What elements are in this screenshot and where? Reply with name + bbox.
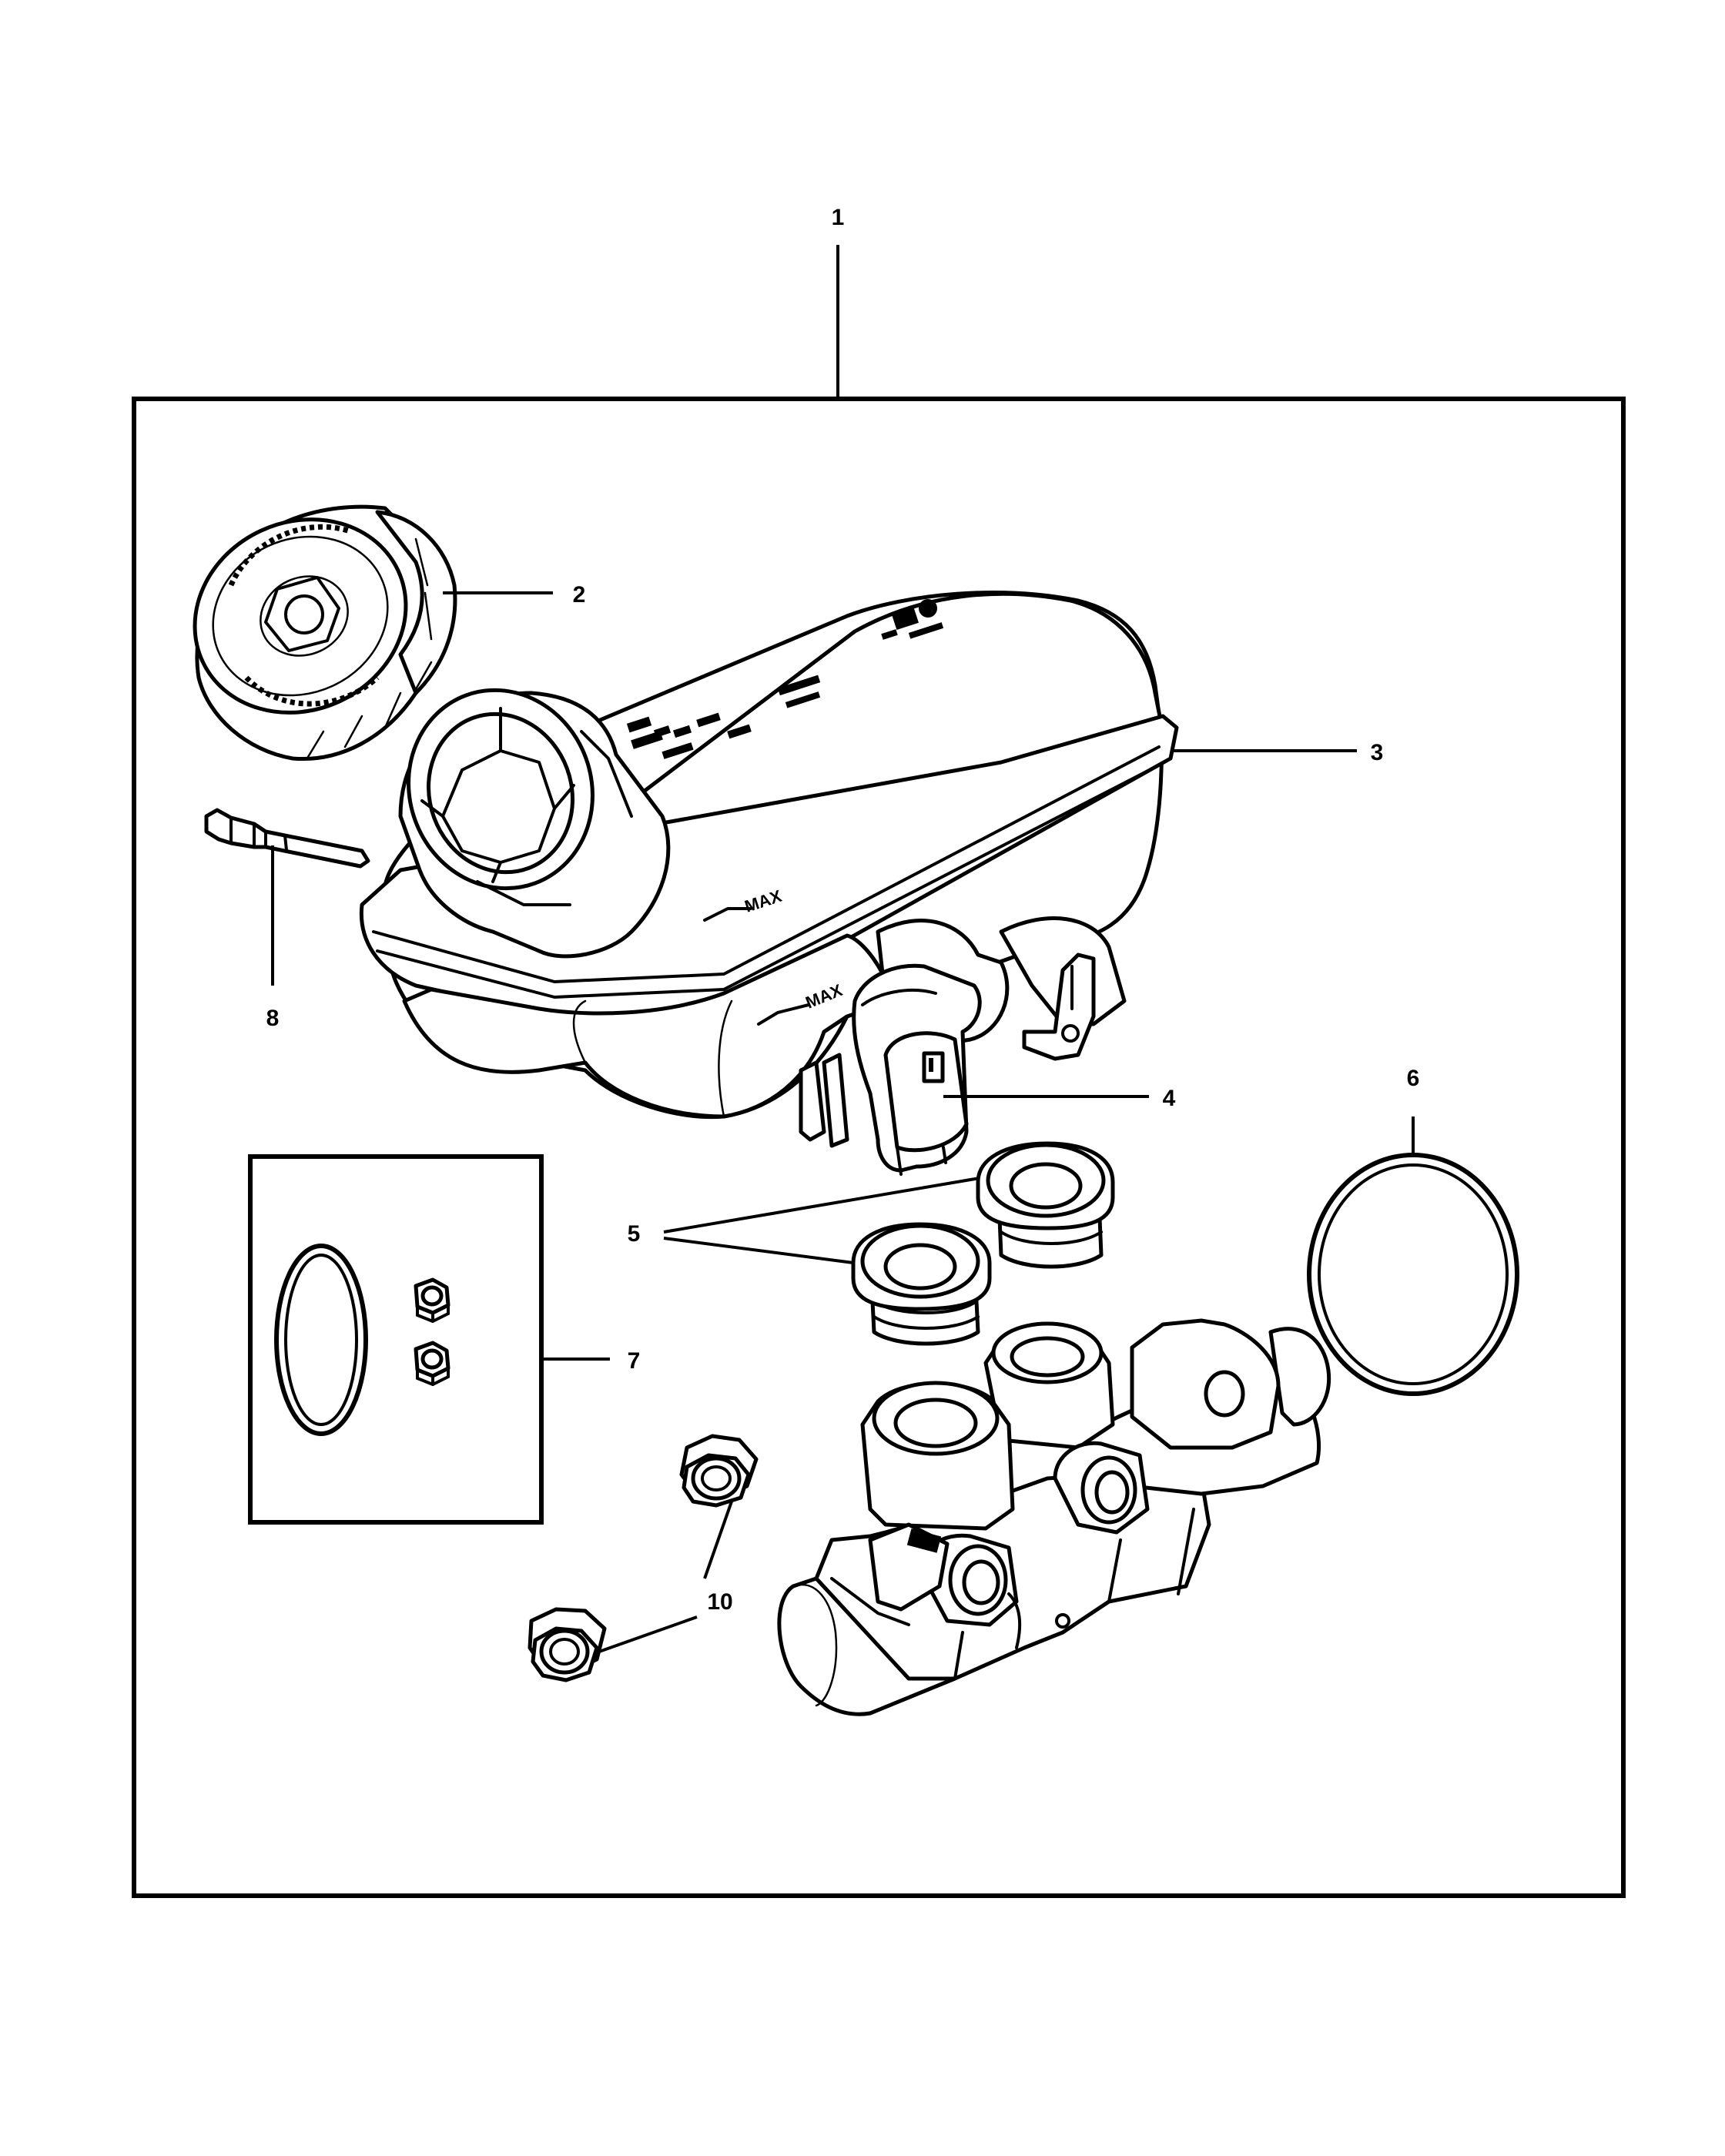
callout-6: 6 xyxy=(1407,1066,1420,1155)
callout-7-label: 7 xyxy=(628,1348,641,1374)
master-cylinder-seal-ring xyxy=(1307,1153,1519,1396)
callout-10: 10 xyxy=(598,1501,733,1653)
callout-8-label: 8 xyxy=(266,1006,280,1031)
callout-4: 4 xyxy=(943,1086,1176,1111)
reservoir-grommet-rear xyxy=(976,1141,1115,1269)
callout-7: 7 xyxy=(541,1348,640,1374)
fluid-reservoir: MAX MAX xyxy=(359,591,1179,1148)
callout-3-label: 3 xyxy=(1371,740,1384,765)
mounting-nut-lower xyxy=(528,1607,607,1682)
callout-10-label: 10 xyxy=(707,1589,732,1615)
master-cylinder-body xyxy=(777,1318,1331,1716)
seal-kit-box xyxy=(248,1154,544,1525)
callout-2: 2 xyxy=(443,582,585,608)
mounting-nut-upper xyxy=(679,1434,759,1508)
callout-2-label: 2 xyxy=(573,582,586,608)
callout-1-label: 1 xyxy=(832,205,845,230)
assembly-frame xyxy=(132,397,1626,1898)
callout-5: 5 xyxy=(628,1177,980,1264)
callout-8: 8 xyxy=(266,845,280,1031)
callout-4-label: 4 xyxy=(1163,1086,1176,1111)
reservoir-grommet-front xyxy=(851,1222,992,1346)
kit-nut-upper xyxy=(414,1277,451,1323)
reservoir-cap xyxy=(193,504,457,762)
kit-nut-lower xyxy=(414,1341,451,1386)
reservoir-retaining-pin xyxy=(204,808,370,869)
callout-6-label: 6 xyxy=(1407,1066,1420,1091)
callout-5-label: 5 xyxy=(628,1221,641,1247)
callout-3: 3 xyxy=(1171,740,1383,765)
callout-1: 1 xyxy=(832,205,845,399)
fluid-level-sensor xyxy=(852,963,982,1176)
